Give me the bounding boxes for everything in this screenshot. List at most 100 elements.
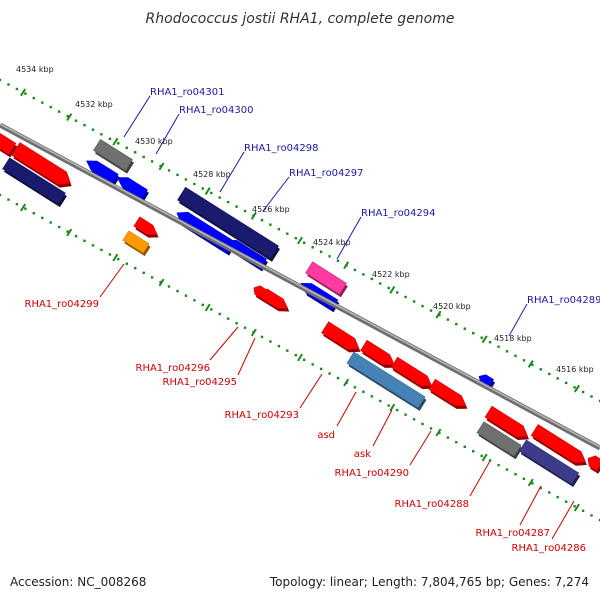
ruler-dot bbox=[294, 354, 297, 357]
ruler-dot bbox=[125, 262, 128, 265]
ruler-dot bbox=[286, 232, 289, 235]
leader-line bbox=[372, 409, 393, 447]
gene-label-bottom[interactable]: RHA1_ro04286 bbox=[512, 543, 587, 554]
gene-label-top[interactable]: RHA1_ro04289 bbox=[527, 295, 600, 306]
gene-label-bottom[interactable]: RHA1_ro04290 bbox=[335, 468, 410, 479]
leader-line bbox=[508, 303, 528, 337]
ruler-dot bbox=[260, 335, 264, 339]
ruler-dot bbox=[311, 246, 314, 249]
ruler-dot bbox=[235, 205, 238, 208]
ruler-dot bbox=[0, 193, 2, 197]
ruler-dot bbox=[480, 336, 483, 339]
ruler-dot bbox=[379, 282, 382, 285]
gene-ask[interactable] bbox=[346, 351, 426, 409]
gene-label-top[interactable]: RHA1_ro04298 bbox=[244, 143, 319, 154]
ruler-dot bbox=[184, 178, 188, 181]
ruler-dot bbox=[387, 404, 390, 407]
gene-label-bottom[interactable]: RHA1_ro04287 bbox=[476, 528, 551, 539]
ruler-label: 4524 kbp bbox=[313, 238, 351, 247]
gene-ro04300[interactable] bbox=[117, 177, 148, 200]
gene-left-c[interactable] bbox=[2, 157, 66, 205]
gene-ro04298[interactable] bbox=[177, 186, 279, 260]
ruler-dot bbox=[24, 207, 27, 210]
gene-label-bottom[interactable]: RHA1_ro04288 bbox=[395, 499, 470, 510]
ruler-dot bbox=[404, 295, 407, 299]
leader-line bbox=[209, 326, 239, 361]
gene-ro04290b[interactable] bbox=[428, 378, 467, 407]
gene-label-top[interactable]: RHA1_ro04301 bbox=[150, 87, 225, 98]
map-title: Rhodococcus jostii RHA1, complete genome bbox=[145, 11, 454, 27]
gene-ro04296[interactable] bbox=[253, 285, 268, 299]
ruler-dot bbox=[472, 450, 475, 453]
ruler-tick bbox=[527, 478, 534, 487]
gene-ro04287b[interactable] bbox=[518, 439, 580, 485]
gene-label-top[interactable]: RHA1_ro04300 bbox=[179, 105, 254, 116]
gene-label-bottom[interactable]: RHA1_ro04295 bbox=[163, 377, 238, 388]
ruler-dot bbox=[176, 289, 179, 293]
gene-label-bottom[interactable]: RHA1_ro04296 bbox=[136, 363, 211, 374]
ruler-dot bbox=[598, 518, 600, 522]
gene-left-a[interactable] bbox=[0, 132, 17, 155]
gene-ro04290[interactable] bbox=[390, 356, 433, 387]
ruler-dot bbox=[66, 115, 69, 118]
gene-label-bottom[interactable]: ask bbox=[354, 449, 371, 460]
ruler-dot bbox=[24, 92, 27, 95]
gene-ro04287[interactable] bbox=[530, 424, 586, 464]
ruler-dot bbox=[159, 164, 162, 168]
gene-ro04301[interactable] bbox=[93, 138, 133, 172]
backbone bbox=[0, 122, 600, 451]
ruler-dot bbox=[184, 294, 188, 297]
ruler-dot bbox=[49, 105, 52, 109]
gene-label-bottom[interactable]: asd bbox=[317, 430, 335, 441]
gene-ro04293[interactable] bbox=[321, 321, 360, 350]
ruler-dot bbox=[201, 187, 204, 190]
ruler-tick bbox=[66, 228, 73, 237]
ruler-tick bbox=[435, 428, 442, 437]
leader-line bbox=[237, 337, 256, 376]
ruler-dot bbox=[260, 219, 264, 222]
gene-ro04294[interactable] bbox=[305, 261, 347, 295]
ruler-dot bbox=[488, 459, 492, 462]
gene-ro04299[interactable] bbox=[133, 216, 158, 235]
ruler-dot bbox=[83, 239, 86, 242]
ruler-dot bbox=[539, 486, 542, 490]
gene-label-bottom[interactable]: RHA1_ro04299 bbox=[25, 299, 100, 310]
gene-ro04299b[interactable] bbox=[122, 230, 150, 254]
ruler-dot bbox=[353, 268, 357, 272]
gene-label-top[interactable]: RHA1_ro04294 bbox=[361, 208, 436, 219]
ruler-dot bbox=[319, 367, 323, 371]
ruler-dot bbox=[142, 155, 145, 159]
gene-label-bottom[interactable]: RHA1_ro04293 bbox=[225, 410, 300, 421]
ruler-dot bbox=[565, 500, 568, 503]
ruler-dot bbox=[581, 390, 585, 394]
gene-ro04288b[interactable] bbox=[476, 421, 522, 457]
ruler-dot bbox=[125, 146, 128, 149]
gene-label-top[interactable]: RHA1_ro04297 bbox=[289, 168, 364, 179]
ruler-dot bbox=[235, 322, 238, 325]
ruler-dot bbox=[412, 418, 416, 421]
ruler-dot bbox=[522, 477, 526, 480]
ruler-dot bbox=[463, 445, 466, 448]
ruler-dot bbox=[311, 363, 314, 366]
ruler-dot bbox=[455, 441, 458, 444]
ruler-dot bbox=[58, 110, 61, 113]
gene-ro04295[interactable] bbox=[260, 288, 289, 309]
ruler-label: 4528 kbp bbox=[193, 170, 231, 179]
ruler-dot bbox=[91, 244, 95, 247]
ruler-label: 4530 kbp bbox=[135, 137, 173, 146]
gene-left-b[interactable] bbox=[11, 142, 71, 185]
gene-ro04286[interactable] bbox=[587, 455, 600, 472]
ruler-dot bbox=[396, 408, 399, 412]
ruler-dot bbox=[7, 198, 10, 201]
ruler-dot bbox=[150, 276, 154, 279]
ruler-label: 4526 kbp bbox=[252, 205, 290, 214]
ruler-dot bbox=[277, 344, 281, 348]
gene-asd[interactable] bbox=[360, 339, 395, 366]
ruler-dot bbox=[294, 237, 297, 240]
ruler-dot bbox=[210, 191, 213, 195]
ruler-label: 4520 kbp bbox=[433, 302, 471, 311]
genome-summary-text: Topology: linear; Length: 7,804,765 bp; … bbox=[269, 575, 589, 589]
gene-ro04288[interactable] bbox=[484, 405, 528, 438]
ruler-dot bbox=[446, 318, 450, 321]
